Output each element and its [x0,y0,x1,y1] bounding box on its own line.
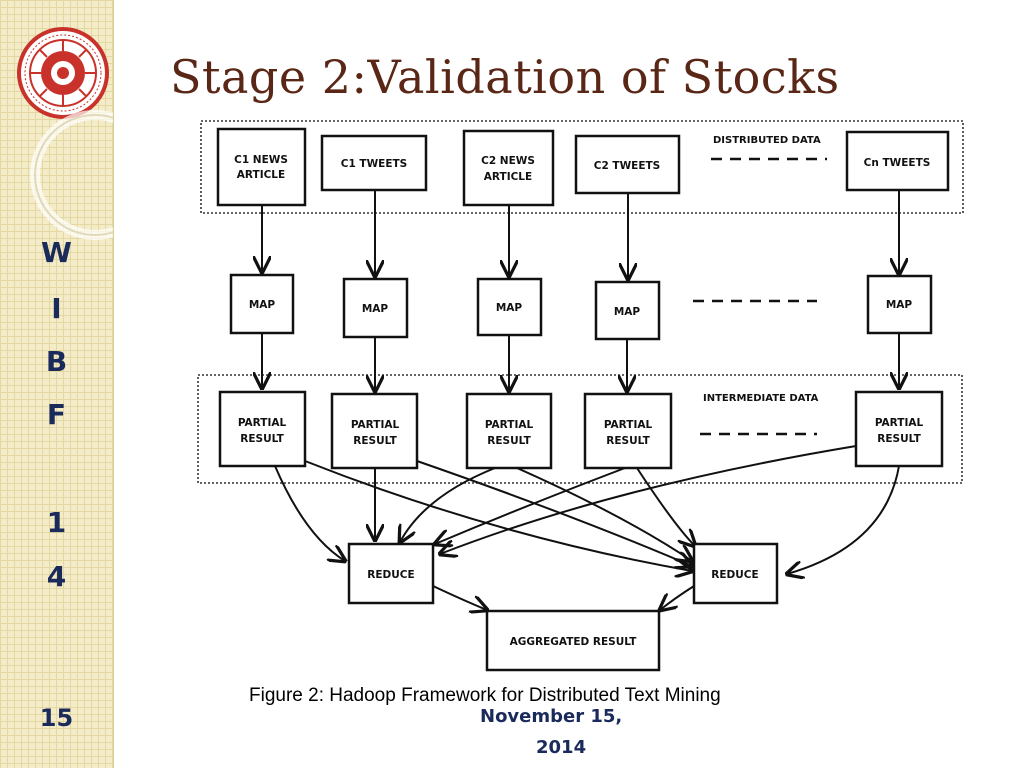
source-node: C1 NEWS ARTICLE [216,127,307,207]
partial-label: RESULT [240,433,284,445]
source-to-map-arrows [262,191,899,279]
source-label: C1 TWEETS [341,158,407,170]
partial-label: PARTIAL [238,417,287,429]
sidebar-pattern: W I B F 1 4 15 [0,0,114,768]
sidebar-letter: W [41,236,72,269]
reduce-label: REDUCE [367,569,414,581]
footer-date: November 15, [480,706,623,727]
partial-label: RESULT [877,433,921,445]
partial-label: PARTIAL [485,419,534,431]
partial-result-node: PARTIAL RESULT [330,392,419,470]
map-node: MAP [476,277,543,337]
map-to-partial-arrows [262,333,899,391]
source-label: C2 NEWS [481,155,535,167]
source-label: ARTICLE [237,169,285,181]
intermediate-data-label: INTERMEDIATE DATA [703,393,819,404]
partial-label: RESULT [353,435,397,447]
partial-label: RESULT [606,435,650,447]
slide-title: Stage 2:Validation of Stocks [170,50,840,104]
sidebar-letter: 4 [46,560,67,593]
footer-date: 2014 [536,737,587,758]
reduce-label: REDUCE [711,569,758,581]
partial-result-node: PARTIAL RESULT [218,390,307,468]
source-node: C2 TWEETS [574,134,681,195]
sidebar-letter: B [45,345,68,378]
page-number: 15 [39,704,74,732]
source-node: Cn TWEETS [845,130,950,192]
sidebar-letter: F [46,398,67,431]
map-node: MAP [866,274,933,335]
reduce-node: REDUCE [692,542,779,605]
partial-result-node: PARTIAL RESULT [854,390,944,468]
partial-label: PARTIAL [604,419,653,431]
map-label: MAP [886,299,913,311]
partial-label: PARTIAL [351,419,400,431]
map-node: MAP [229,273,295,335]
aggregated-result-node: AGGREGATED RESULT [485,609,661,672]
map-node: MAP [342,277,409,339]
source-label: Cn TWEETS [864,157,931,169]
map-label: MAP [496,302,523,314]
sidebar-letter: I [51,292,62,325]
partial-to-reduce-arrows [274,445,900,574]
source-label: C2 TWEETS [594,160,660,172]
decorative-arc [30,110,113,240]
source-label: ARTICLE [484,171,532,183]
partial-result-node: PARTIAL RESULT [583,392,673,470]
sidebar-letter: 1 [46,506,67,539]
partial-result-node: PARTIAL RESULT [465,392,553,470]
partial-label: PARTIAL [875,417,924,429]
map-label: MAP [614,306,641,318]
source-label: C1 NEWS [234,154,288,166]
institute-seal-icon [17,27,109,119]
reduce-node: REDUCE [347,542,435,605]
distributed-data-label: DISTRIBUTED DATA [713,135,821,146]
figure-caption: Figure 2: Hadoop Framework for Distribut… [249,685,721,706]
source-node: C1 TWEETS [320,134,428,192]
distributed-data-region [200,120,964,214]
hadoop-diagram: DISTRIBUTED DATA C1 NEWS ARTICLE C1 TWEE… [197,120,964,672]
map-label: MAP [249,299,276,311]
map-label: MAP [362,303,389,315]
partial-label: RESULT [487,435,531,447]
source-node: C2 NEWS ARTICLE [462,129,555,207]
reduce-to-aggregate-arrows [432,585,695,610]
intermediate-data-region [197,374,963,484]
map-node: MAP [594,280,661,341]
aggregated-label: AGGREGATED RESULT [510,636,638,648]
